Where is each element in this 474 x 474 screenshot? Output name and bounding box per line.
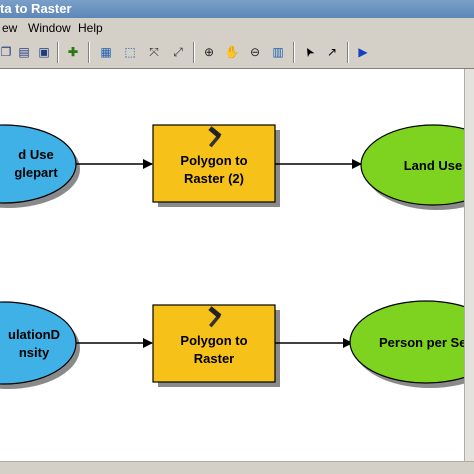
pan-hand-icon[interactable]: ✋ bbox=[224, 45, 240, 59]
open-icon[interactable]: ▣ bbox=[38, 45, 50, 59]
toolbar-separator bbox=[347, 42, 349, 63]
toolbar-separator bbox=[193, 42, 195, 63]
title-bar: ta to Raster bbox=[0, 0, 474, 18]
menu-bar: ew Window Help bbox=[0, 18, 474, 38]
select-pointer-icon[interactable]: ➤ bbox=[300, 44, 318, 60]
output-label: Person per Se bbox=[379, 335, 464, 350]
window-title: ta to Raster bbox=[0, 1, 72, 16]
hammer-icon bbox=[208, 306, 222, 328]
output-ellipse-person-per-sq[interactable] bbox=[349, 300, 474, 384]
input-label-line1: ulationD bbox=[8, 327, 60, 342]
vertical-scrollbar[interactable] bbox=[464, 69, 474, 461]
tool-label-line2: Raster bbox=[194, 351, 234, 366]
connect-icon[interactable]: ↗ bbox=[326, 45, 338, 59]
output-label: Land Use bbox=[404, 158, 463, 173]
horizontal-scrollbar[interactable] bbox=[0, 461, 474, 474]
run-icon[interactable]: ▶ bbox=[358, 45, 368, 59]
zoom-in-icon[interactable]: ⊕ bbox=[203, 45, 215, 59]
hammer-icon bbox=[208, 126, 222, 148]
tool-box-polygon-to-raster-2[interactable] bbox=[152, 124, 276, 203]
row2: ulationD nsity Polygon to Raster Person … bbox=[0, 300, 474, 389]
toolbar-separator bbox=[88, 42, 90, 63]
input-label-line2: glepart bbox=[14, 165, 58, 180]
menu-window[interactable]: Window bbox=[28, 21, 71, 35]
model-diagram: d Use glepart Polygon to Raster (2) Land… bbox=[0, 124, 474, 389]
output-ellipse-land-use[interactable] bbox=[360, 124, 474, 206]
full-extent-icon[interactable]: ⤧ bbox=[149, 45, 159, 59]
toolbar: ❐ ▤ ▣ ✚ ▦ ⬚ ⤧ ⤢ ⊕ ✋ ⊖ ▥ ➤ ↗ ▶ bbox=[0, 38, 474, 69]
toolbar-separator bbox=[293, 42, 295, 63]
select-all-icon[interactable]: ⬚ bbox=[124, 45, 136, 59]
paste-icon[interactable]: ▤ bbox=[18, 45, 30, 59]
layout-icon[interactable]: ▦ bbox=[100, 45, 112, 59]
input-label-line2: nsity bbox=[19, 345, 50, 360]
model-canvas[interactable]: d Use glepart Polygon to Raster (2) Land… bbox=[0, 69, 474, 461]
fit-icon[interactable]: ⤢ bbox=[173, 45, 183, 59]
row1: d Use glepart Polygon to Raster (2) Land… bbox=[0, 124, 474, 210]
copy-icon[interactable]: ❐ bbox=[0, 45, 12, 59]
tool-label-line1: Polygon to bbox=[180, 333, 247, 348]
tool-label-line2: Raster (2) bbox=[184, 171, 244, 186]
menu-view[interactable]: ew bbox=[2, 21, 18, 35]
overview-icon[interactable]: ▥ bbox=[272, 45, 284, 59]
menu-help[interactable]: Help bbox=[78, 21, 103, 35]
input-label-line1: d Use bbox=[18, 147, 53, 162]
tool-box-polygon-to-raster[interactable] bbox=[152, 304, 276, 383]
add-data-icon[interactable]: ✚ bbox=[67, 45, 79, 59]
zoom-out-icon[interactable]: ⊖ bbox=[249, 45, 261, 59]
tool-label-line1: Polygon to bbox=[180, 153, 247, 168]
toolbar-separator bbox=[57, 42, 59, 63]
